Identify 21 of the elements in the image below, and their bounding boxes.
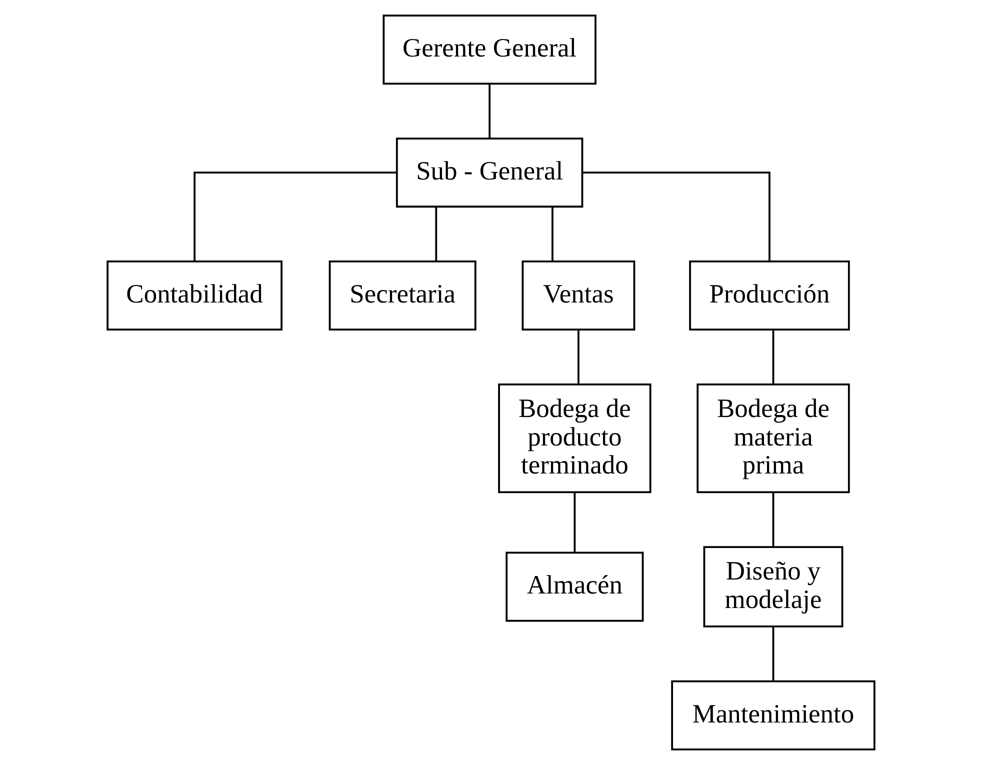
node-box: Bodega de producto terminado — [498, 383, 652, 494]
node-box: Bodega de materia prima — [696, 383, 850, 494]
connector — [552, 206, 554, 262]
node-box: Ventas — [522, 260, 636, 330]
node-box: Secretaria — [328, 260, 476, 330]
connector — [435, 206, 438, 262]
node-box: Sub - General — [396, 138, 584, 208]
node-box: Producción — [689, 260, 850, 330]
connector — [574, 492, 576, 552]
connector — [582, 172, 770, 262]
connector — [578, 330, 580, 384]
connector — [772, 626, 774, 682]
connector — [194, 172, 396, 262]
node-box: Diseño y modelaje — [703, 546, 844, 628]
connector — [772, 330, 774, 384]
connector — [488, 84, 491, 139]
node-box: Almacén — [506, 552, 644, 622]
node-box: Mantenimiento — [671, 680, 876, 750]
connector — [772, 492, 774, 547]
node-box: Contabilidad — [106, 260, 282, 330]
node-box: Gerente General — [382, 14, 596, 85]
